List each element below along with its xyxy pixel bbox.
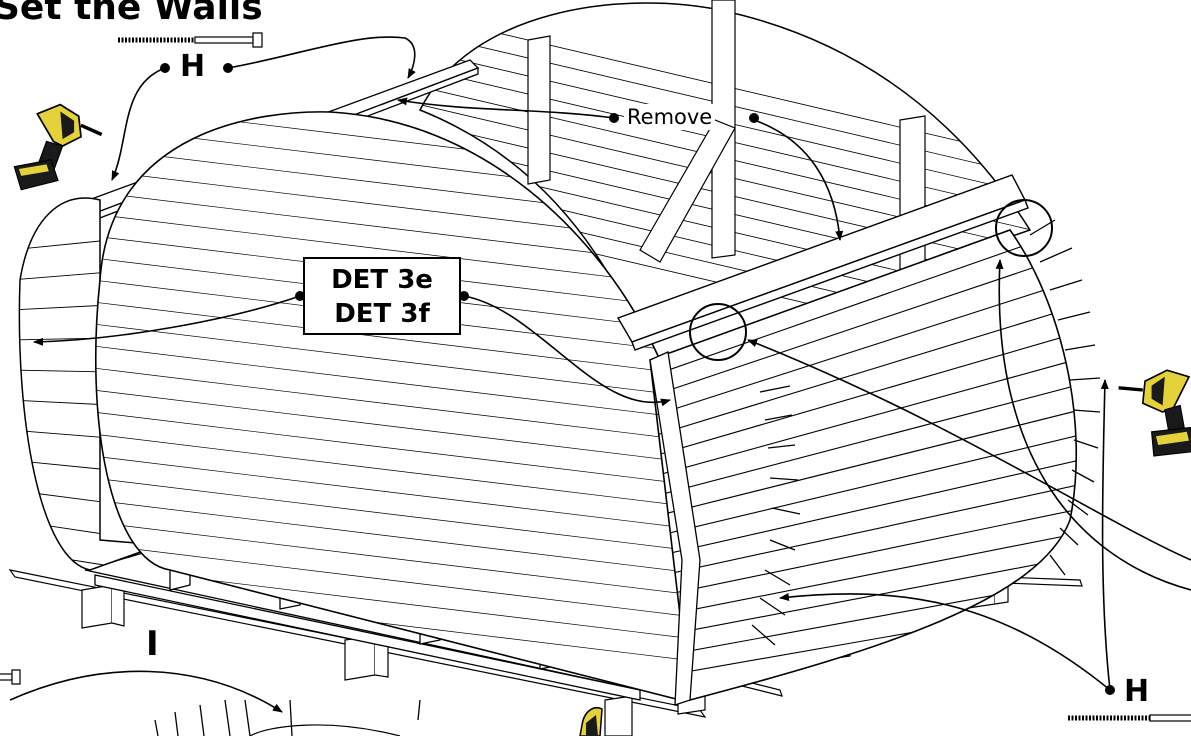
screw-icon	[118, 32, 263, 48]
screw-icon	[1068, 714, 1191, 722]
detail-circle-left	[689, 303, 747, 361]
leader-dots	[160, 63, 1115, 695]
screw-icon	[0, 669, 21, 685]
step-label: I	[146, 624, 159, 664]
wall-edge-trim	[649, 351, 701, 706]
drill-icon	[579, 707, 603, 736]
drill-icon	[1118, 369, 1191, 457]
detail-reference-box: DET 3e DET 3f	[303, 257, 461, 335]
detail-circle-right	[995, 199, 1053, 257]
detail-ref-3e: DET 3e	[331, 265, 433, 295]
bottom-screws	[154, 699, 421, 736]
temporary-board	[616, 174, 1029, 351]
drill-icon	[13, 103, 103, 191]
detail-ref-3f: DET 3f	[334, 299, 430, 329]
remove-label: Remove	[624, 104, 716, 130]
back-wall	[418, 0, 1032, 361]
leader-lines	[9, 36, 1191, 713]
page-title: Set the Walls	[0, 0, 263, 28]
fastener-label-top: H	[180, 49, 206, 84]
fastener-label-bottom: H	[1124, 674, 1150, 709]
right-wall	[649, 219, 1101, 702]
